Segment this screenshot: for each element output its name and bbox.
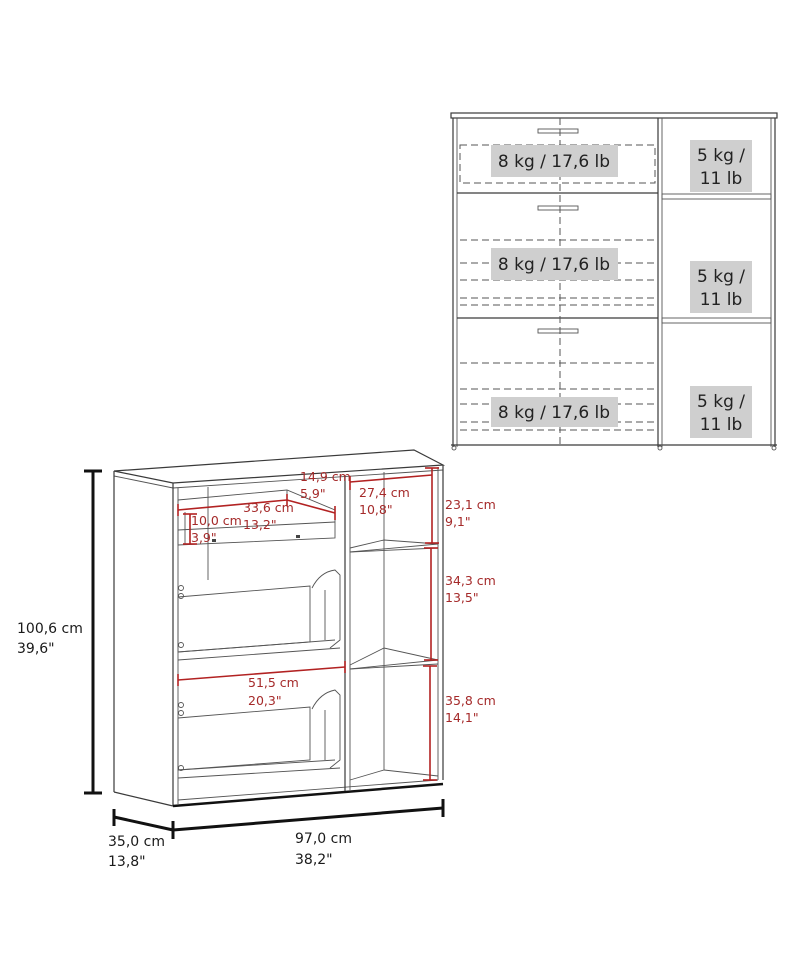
svg-text:8 kg / 17,6 lb: 8 kg / 17,6 lb — [498, 255, 610, 275]
svg-text:20,3": 20,3" — [248, 693, 282, 708]
shelf-weight-label-3: 5 kg / 11 lb — [690, 386, 752, 438]
dim-overall-depth: 35,0 cm 13,8" — [108, 809, 174, 870]
svg-text:100,6 cm: 100,6 cm — [17, 621, 83, 637]
svg-text:8 kg / 17,6 lb: 8 kg / 17,6 lb — [498, 403, 610, 423]
svg-text:33,6 cm: 33,6 cm — [243, 500, 294, 515]
svg-text:27,4 cm: 27,4 cm — [359, 485, 410, 500]
svg-text:5 kg /: 5 kg / — [697, 146, 745, 166]
svg-text:51,5 cm: 51,5 cm — [248, 675, 299, 690]
svg-text:13,8": 13,8" — [108, 854, 146, 870]
svg-text:38,2": 38,2" — [295, 852, 333, 868]
dim-shelf-top-height: 23,1 cm 9,1" — [425, 467, 496, 544]
drawer-weight-label-3: 8 kg / 17,6 lb — [491, 397, 618, 427]
svg-text:14,9 cm: 14,9 cm — [300, 469, 351, 484]
svg-text:10,8": 10,8" — [359, 502, 393, 517]
dim-drawer-height: 10,0 cm 3,9" — [183, 513, 242, 545]
svg-text:3,9": 3,9" — [191, 530, 217, 545]
svg-text:8 kg / 17,6 lb: 8 kg / 17,6 lb — [498, 152, 610, 172]
dim-shelf-bottom-height: 35,8 cm 14,1" — [423, 665, 496, 781]
svg-text:13,2": 13,2" — [243, 517, 277, 532]
svg-text:5,9": 5,9" — [300, 486, 326, 501]
svg-text:34,3 cm: 34,3 cm — [445, 573, 496, 588]
svg-text:39,6": 39,6" — [17, 641, 55, 657]
svg-text:97,0 cm: 97,0 cm — [295, 831, 352, 847]
dim-overall-width: 97,0 cm 38,2" — [171, 799, 445, 868]
svg-text:11 lb: 11 lb — [700, 169, 743, 189]
front-view: 8 kg / 17,6 lb 8 kg / 17,6 lb 8 kg / 17,… — [450, 112, 778, 451]
dim-drawer-inner-width: 33,6 cm 13,2" — [177, 494, 294, 532]
drawer-weight-label-2: 8 kg / 17,6 lb — [491, 248, 618, 280]
dim-shelf-mid-height: 34,3 cm 13,5" — [424, 547, 496, 661]
shelf-weight-label-1: 5 kg / 11 lb — [690, 140, 752, 192]
svg-text:23,1 cm: 23,1 cm — [445, 497, 496, 512]
dim-overall-height: 100,6 cm 39,6" — [17, 469, 102, 795]
svg-text:14,1": 14,1" — [445, 710, 479, 725]
svg-text:9,1": 9,1" — [445, 514, 471, 529]
dim-drawer-outer-width: 51,5 cm 20,3" — [177, 661, 346, 708]
dim-shelf-width: 27,4 cm 10,8" — [349, 474, 433, 517]
drawer-weight-label-1: 8 kg / 17,6 lb — [491, 145, 618, 177]
svg-text:35,8 cm: 35,8 cm — [445, 693, 496, 708]
svg-text:5 kg /: 5 kg / — [697, 392, 745, 412]
svg-text:5 kg /: 5 kg / — [697, 267, 745, 287]
svg-text:35,0 cm: 35,0 cm — [108, 834, 165, 850]
svg-text:11 lb: 11 lb — [700, 415, 743, 435]
svg-text:10,0 cm: 10,0 cm — [191, 513, 242, 528]
svg-text:13,5": 13,5" — [445, 590, 479, 605]
shelf-weight-label-2: 5 kg / 11 lb — [690, 261, 752, 313]
perspective-view: 33,6 cm 13,2" 14,9 cm 5,9" 10,0 cm 3,9" … — [17, 449, 496, 870]
dim-drawer-depth: 14,9 cm 5,9" — [286, 469, 351, 520]
svg-text:11 lb: 11 lb — [700, 290, 743, 310]
